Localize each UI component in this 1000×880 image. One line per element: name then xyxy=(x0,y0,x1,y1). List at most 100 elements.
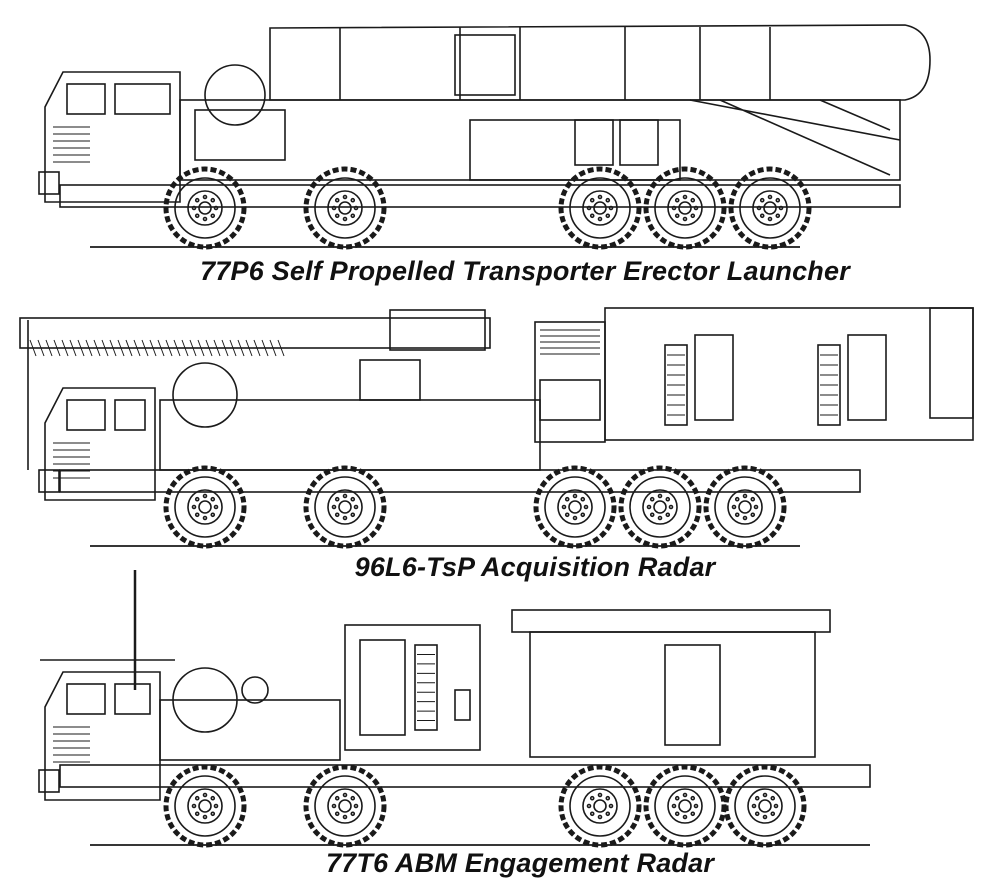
chassis-body xyxy=(179,99,901,181)
cab-window xyxy=(66,399,106,431)
ladder xyxy=(414,644,438,731)
lug-nut xyxy=(350,496,356,502)
lug-nut xyxy=(775,197,781,203)
bay-door xyxy=(619,119,659,166)
wheel xyxy=(618,465,702,549)
vehicle-77p6-launcher xyxy=(38,24,931,250)
lug-nut xyxy=(759,197,765,203)
cabin-panel xyxy=(454,689,471,721)
lug-nut xyxy=(342,194,348,200)
lug-nut xyxy=(589,811,595,817)
lug-nut xyxy=(353,504,359,510)
hub xyxy=(593,201,607,215)
frame-rail xyxy=(59,469,861,493)
spare-wheel xyxy=(204,64,266,126)
boom-lattice xyxy=(93,339,101,357)
lug-nut xyxy=(586,803,592,809)
lug-nut xyxy=(751,803,757,809)
boom-lattice xyxy=(253,339,261,357)
tire xyxy=(643,166,727,250)
wheel xyxy=(703,465,787,549)
rim xyxy=(747,788,783,824)
lug-nut xyxy=(674,795,680,801)
rim xyxy=(582,190,618,226)
lug-nut xyxy=(334,213,340,219)
rim xyxy=(667,190,703,226)
boom-lattice xyxy=(205,339,213,357)
engine-compartment xyxy=(194,109,286,161)
lug-nut xyxy=(657,493,663,499)
boom-lattice xyxy=(245,339,253,357)
wheel xyxy=(303,166,387,250)
lug-nut xyxy=(210,197,216,203)
lug-nut xyxy=(589,795,595,801)
lug-nut xyxy=(734,496,740,502)
lug-nut xyxy=(770,811,776,817)
rim xyxy=(327,788,363,824)
wheel xyxy=(163,166,247,250)
lug-nut xyxy=(597,194,603,200)
tire-inner xyxy=(739,177,801,239)
lug-nut xyxy=(770,795,776,801)
tire xyxy=(163,166,247,250)
lug-nut xyxy=(742,515,748,521)
boom-lattice xyxy=(261,339,269,357)
lug-nut xyxy=(353,205,359,211)
lug-nut xyxy=(753,504,759,510)
tire xyxy=(558,166,642,250)
boom-lattice xyxy=(277,339,285,357)
lug-nut xyxy=(668,504,674,510)
lug-nut xyxy=(191,803,197,809)
lug-nut xyxy=(682,814,688,820)
hub xyxy=(653,500,667,514)
lug-nut xyxy=(334,197,340,203)
lug-nut xyxy=(213,803,219,809)
boom-lattice xyxy=(141,339,149,357)
boom-lattice xyxy=(173,339,181,357)
tire-inner xyxy=(734,775,796,837)
lug-nut xyxy=(742,493,748,499)
rim xyxy=(187,190,223,226)
lug-nut xyxy=(586,205,592,211)
lug-nut xyxy=(334,496,340,502)
hub xyxy=(338,799,352,813)
lug-nut xyxy=(671,803,677,809)
wheel xyxy=(643,764,727,848)
boom-lattice xyxy=(101,339,109,357)
lug-nut xyxy=(580,496,586,502)
boom-lattice xyxy=(149,339,157,357)
lug-nut xyxy=(762,792,768,798)
boom-lattice xyxy=(69,339,77,357)
boom-lattice xyxy=(221,339,229,357)
tire-inner xyxy=(569,775,631,837)
wheel xyxy=(533,465,617,549)
lug-nut xyxy=(342,493,348,499)
hub xyxy=(763,201,777,215)
lug-nut xyxy=(682,216,688,222)
canister-frame xyxy=(454,34,516,96)
boom-lattice xyxy=(85,339,93,357)
lug-nut xyxy=(775,213,781,219)
tire-inner xyxy=(314,476,376,538)
rim xyxy=(667,788,703,824)
lug-nut xyxy=(564,496,570,502)
boom-lattice xyxy=(237,339,245,357)
lug-nut xyxy=(608,803,614,809)
wheel xyxy=(303,764,387,848)
cab-window xyxy=(66,683,106,715)
wheel xyxy=(303,465,387,549)
lug-nut xyxy=(759,213,765,219)
hub xyxy=(338,500,352,514)
chassis-body xyxy=(159,399,541,471)
wheel xyxy=(558,764,642,848)
boom-lattice xyxy=(53,339,61,357)
hub xyxy=(678,201,692,215)
lug-nut xyxy=(682,792,688,798)
boom-lattice xyxy=(77,339,85,357)
equipment-cabin xyxy=(344,624,481,751)
wheel xyxy=(643,166,727,250)
boom-lattice xyxy=(109,339,117,357)
bumper xyxy=(38,469,60,493)
tire-inner xyxy=(629,476,691,538)
lug-nut xyxy=(756,205,762,211)
